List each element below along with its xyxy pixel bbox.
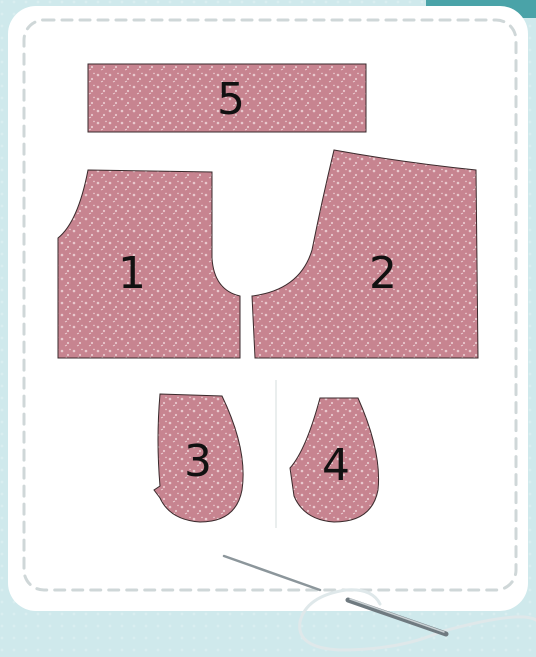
pattern-piece-3	[154, 394, 243, 522]
pattern-piece-5	[88, 64, 366, 132]
